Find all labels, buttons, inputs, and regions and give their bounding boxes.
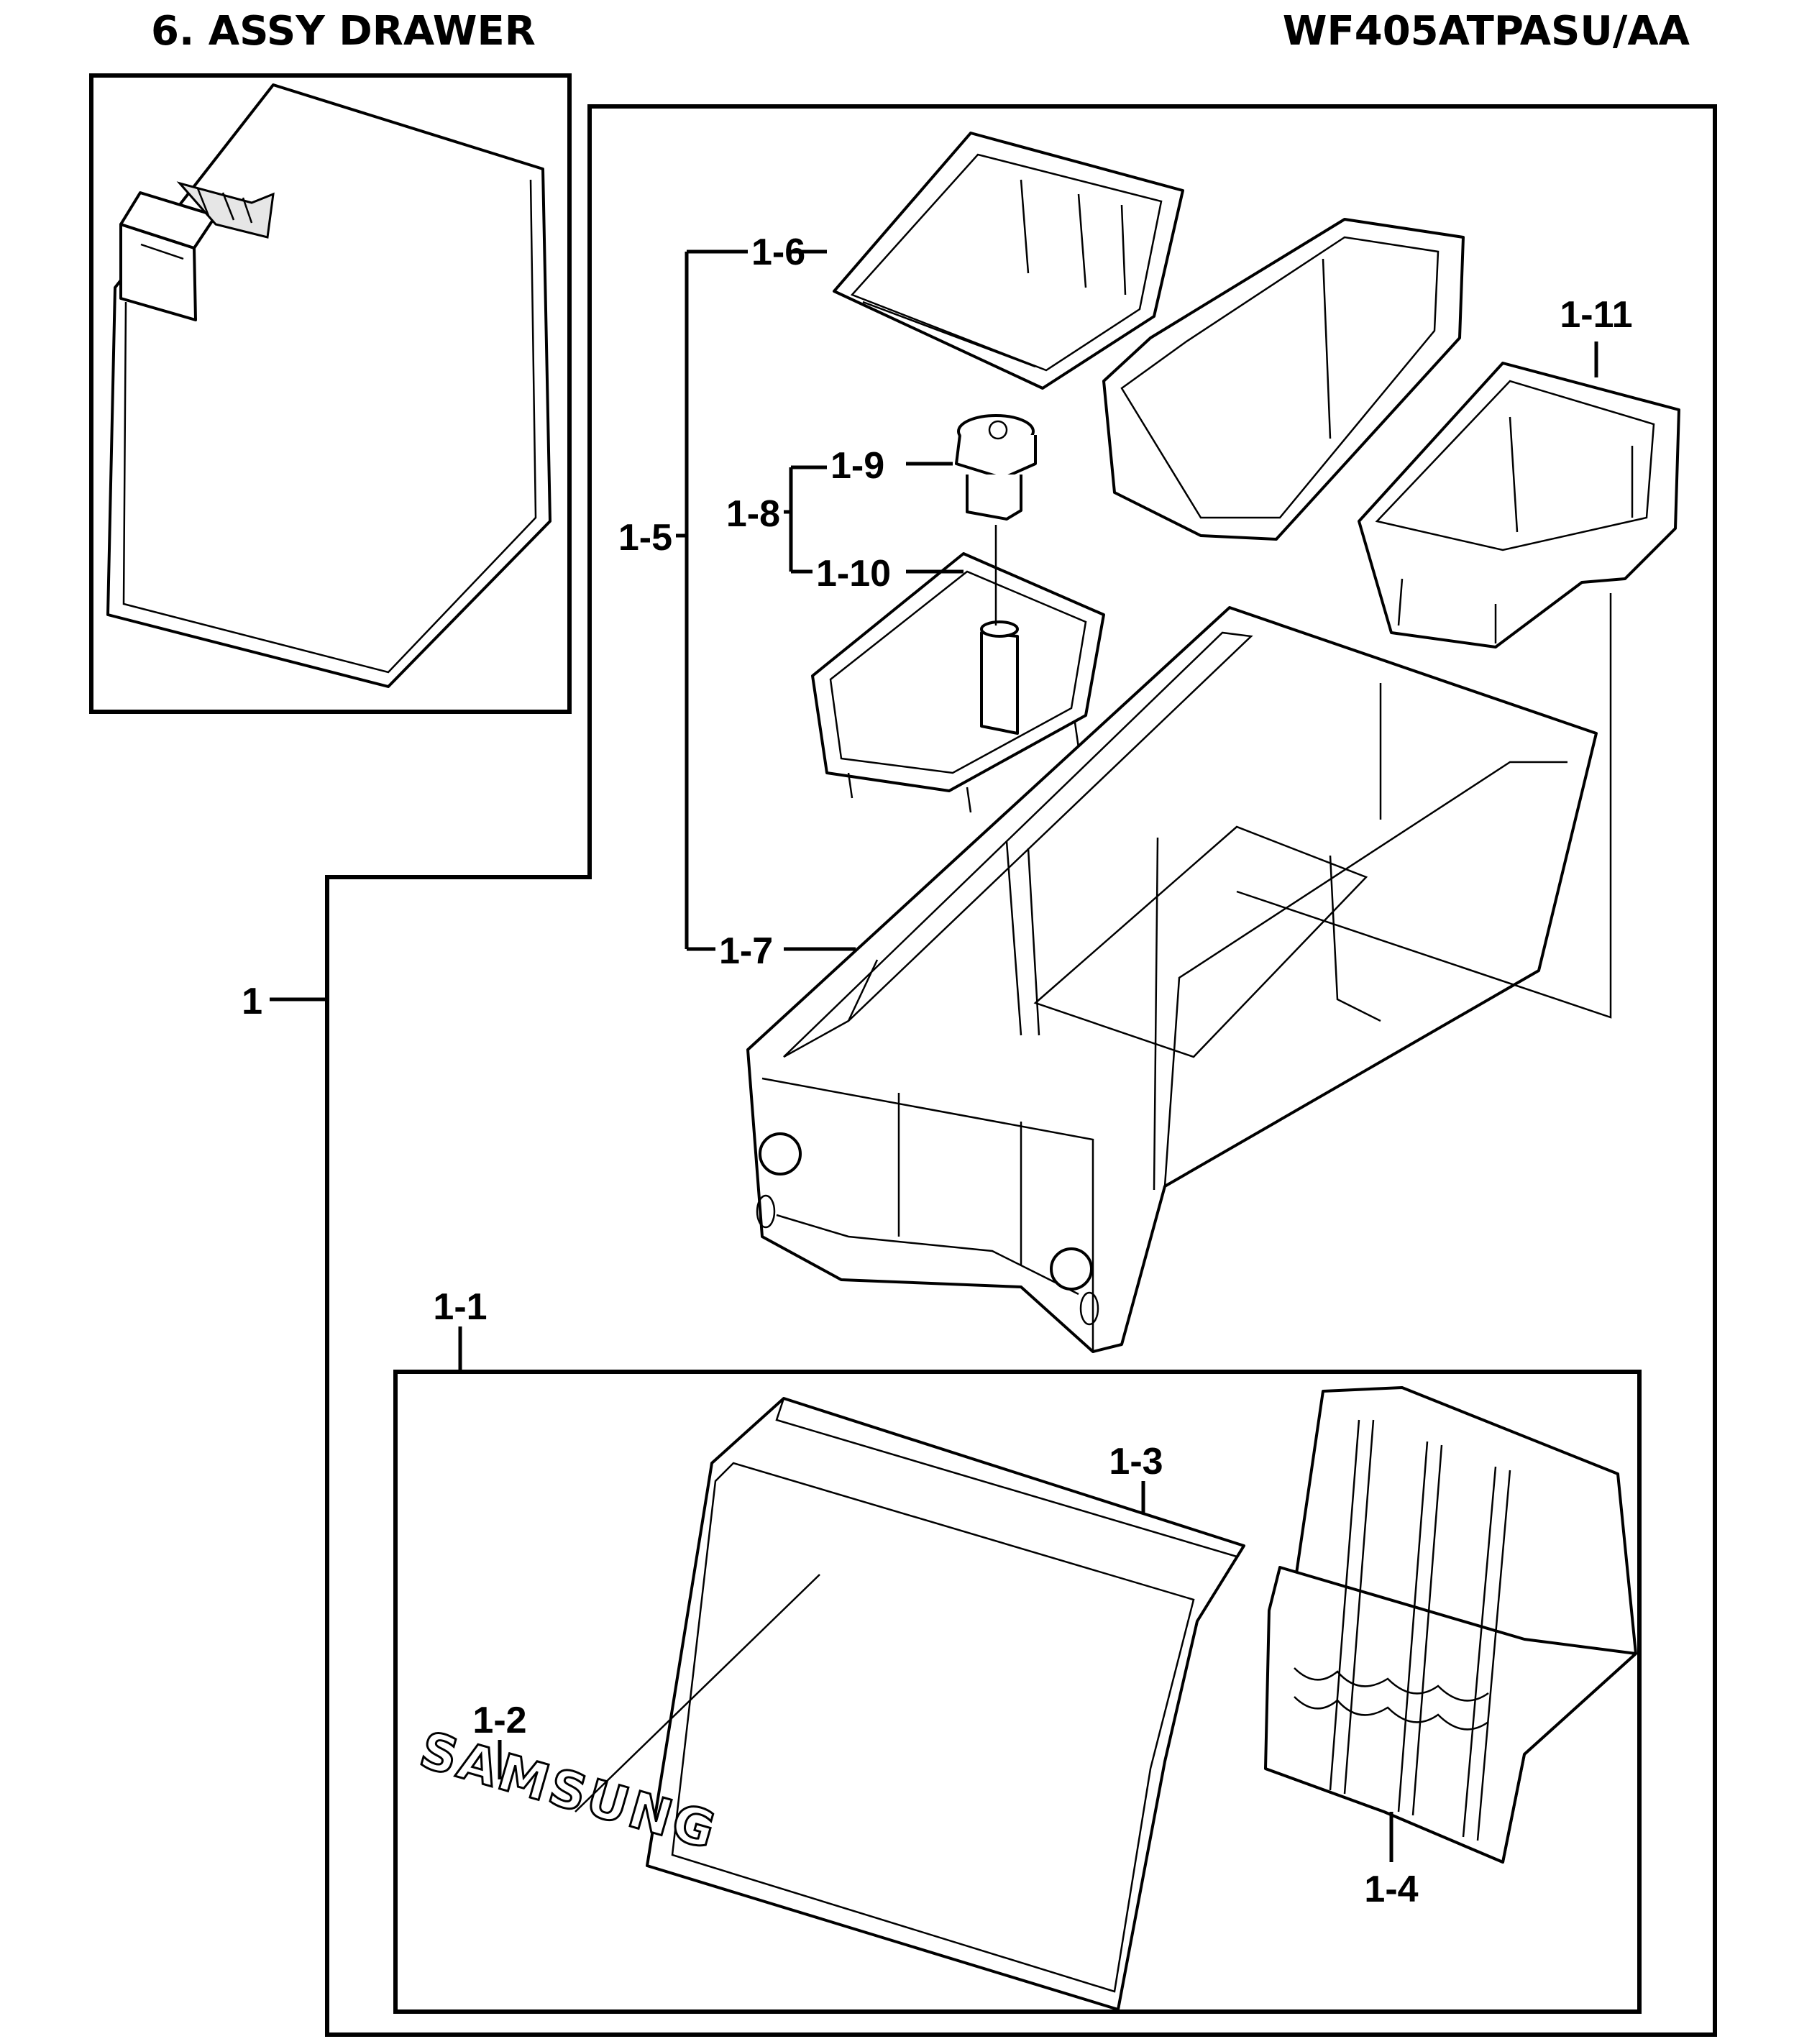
section-title: 6. ASSY DRAWER xyxy=(151,8,536,55)
callout-1: 1 xyxy=(242,981,262,1022)
callout-1-1: 1-1 xyxy=(433,1286,487,1328)
callout-1-2: 1-2 xyxy=(472,1700,526,1741)
part-1-10-box xyxy=(811,552,1105,813)
part-1-7-housing xyxy=(746,606,1598,1353)
part-1-11-tray xyxy=(1358,362,1680,649)
part-1-9-cap xyxy=(955,414,1037,521)
model-number: WF405ATPASU/AA xyxy=(1283,8,1690,55)
callout-1-9: 1-9 xyxy=(830,445,884,487)
tall-tray xyxy=(1102,218,1465,541)
callout-1-8: 1-8 xyxy=(726,493,780,535)
callout-1-6: 1-6 xyxy=(751,232,805,273)
callout-1-3: 1-3 xyxy=(1109,1441,1163,1482)
part-1-4-insert xyxy=(1264,1386,1637,1864)
leader-lines xyxy=(270,249,1612,1862)
callout-1-7: 1-7 xyxy=(719,930,773,972)
part-1-3-front-panel xyxy=(646,1397,1245,2011)
part-1-1-group-frame xyxy=(393,1370,1642,2014)
callout-1-4: 1-4 xyxy=(1364,1869,1418,1910)
main-assembly-frame xyxy=(325,104,1717,2037)
callout-1-11: 1-11 xyxy=(1560,294,1632,336)
part-1-6-tray xyxy=(833,132,1184,390)
callout-1-5: 1-5 xyxy=(618,517,672,559)
callout-1-10: 1-10 xyxy=(816,553,891,595)
washer-overview-illustration xyxy=(106,83,551,688)
washer-overview-frame xyxy=(89,73,572,714)
